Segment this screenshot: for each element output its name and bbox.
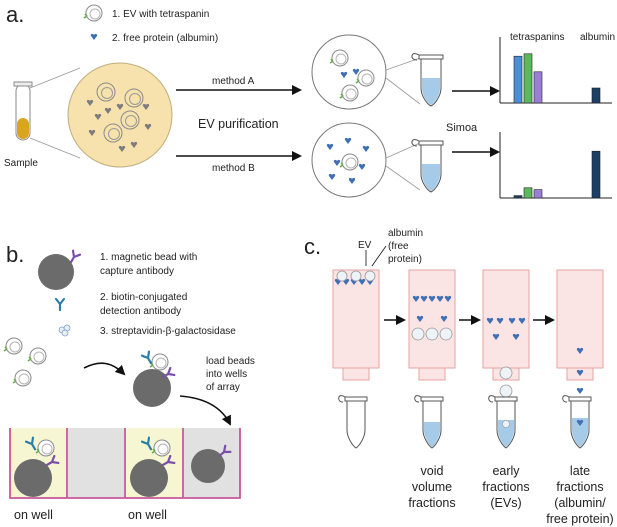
albumin-label-line3: protein) (388, 254, 422, 265)
albumin-label-line1: albumin (388, 228, 423, 239)
method-b-label: method B (212, 163, 255, 174)
chart-method-b (499, 132, 612, 199)
collection-tube-1 (338, 395, 368, 449)
column-2 (408, 269, 456, 381)
column-1 (332, 269, 380, 381)
ev-label: EV (358, 240, 372, 251)
detection-antibody-icon (54, 297, 66, 312)
chart-bar (513, 195, 523, 199)
simoa-label: Simoa (446, 122, 478, 134)
legend-bead-line2: capture antibody (100, 266, 174, 277)
chart-bar (513, 55, 523, 104)
legend-streptavidin: 3. streptavidin-β-galactosidase (100, 326, 236, 337)
column-3 (482, 269, 530, 398)
panel-a-letter: a. (6, 2, 24, 27)
early-label-line1: early (492, 464, 520, 478)
early-label-line2: fractions (482, 480, 529, 494)
method-a-circle (311, 34, 387, 110)
late-label-line2: fractions (556, 480, 603, 494)
chart-label-tetraspanins: tetraspanins (510, 32, 564, 43)
legend-detection-line1: 2. biotin-conjugated (100, 292, 187, 303)
panel-b-letter: b. (6, 242, 24, 267)
chart-bar (591, 87, 601, 104)
method-a-tube (411, 53, 444, 107)
chart-bar (591, 150, 601, 199)
legend-bead-line1: 1. magnetic bead with (100, 252, 197, 263)
on-well-label-1: on well (14, 508, 53, 522)
panel-c: c. EV albumin (free protein) (304, 228, 614, 526)
streptavidin-icon (58, 324, 71, 337)
collection-tube-4 (562, 395, 592, 449)
panel-b: b. 1. magnetic bead with capture antibod… (3, 242, 255, 522)
load-beads-line1: load beads (206, 356, 255, 367)
sample-label: Sample (4, 158, 38, 169)
captured-bead (133, 350, 176, 407)
load-arrow (179, 395, 231, 426)
sample-zoom-circle (67, 62, 173, 168)
method-b-tube (411, 139, 444, 193)
void-label-line3: fractions (408, 496, 455, 510)
legend-albumin-icon (90, 33, 98, 40)
load-beads-line2: into wells (206, 369, 247, 380)
column-4 (556, 269, 604, 394)
chart-label-albumin: albumin (580, 32, 615, 43)
legend-ev-icon (83, 4, 103, 22)
legend-albumin-text: 2. free protein (albumin) (112, 33, 218, 44)
chart-bar (533, 189, 543, 199)
capture-arrow (83, 362, 126, 376)
sample-tube (13, 81, 33, 141)
void-label-line1: void (421, 464, 444, 478)
chart-bar (523, 187, 533, 199)
panel-c-letter: c. (304, 234, 321, 259)
well-array (9, 428, 241, 499)
late-label-line3: (albumin/ (554, 496, 606, 510)
legend-detection-line2: detection antibody (100, 306, 181, 317)
late-label-line4: free protein) (546, 512, 613, 526)
early-label-line3: (EVs) (490, 496, 521, 510)
chart-method-a (499, 37, 612, 104)
chart-bar (523, 53, 533, 104)
panel-a: a. 1. EV with tetraspanin 2. free protei… (4, 2, 615, 199)
load-beads-line3: of array (206, 382, 240, 393)
late-label-line1: late (570, 464, 590, 478)
chart-bar (533, 71, 543, 104)
legend-ev-text: 1. EV with tetraspanin (112, 9, 209, 20)
void-label-line2: volume (412, 480, 452, 494)
collection-tube-2 (414, 395, 444, 449)
albumin-label-line2: (free (388, 241, 409, 252)
method-a-label: method A (212, 76, 255, 87)
magnetic-bead-legend-icon (38, 249, 82, 290)
purification-label: EV purification (198, 117, 279, 131)
on-well-label-2: on well (128, 508, 167, 522)
collection-tube-3 (488, 395, 518, 449)
